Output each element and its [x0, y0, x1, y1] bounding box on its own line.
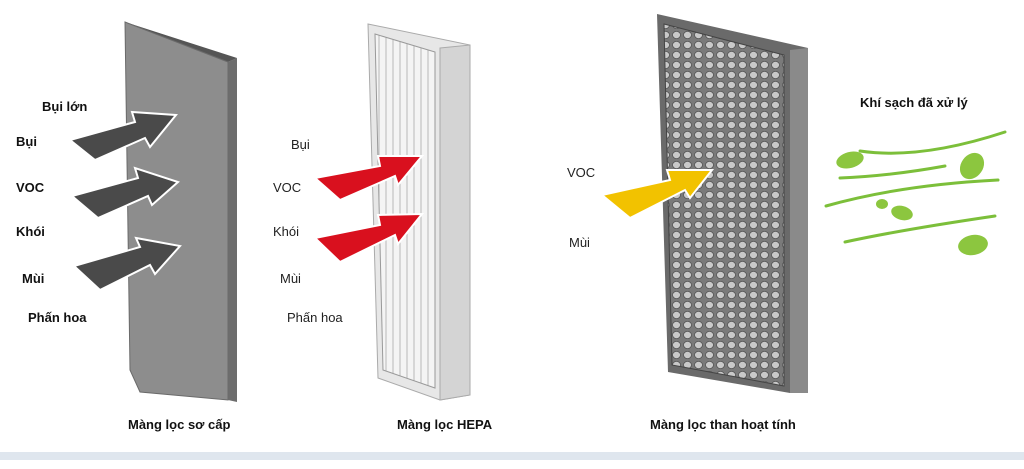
filter-caption: Màng lọc sơ cấp — [128, 417, 231, 432]
input-label: Bụi — [16, 134, 37, 149]
output-label: Khí sạch đã xử lý — [860, 95, 968, 110]
primary-filter — [124, 21, 237, 402]
arrow-icon — [312, 212, 425, 264]
filter-caption: Màng lọc than hoạt tính — [650, 417, 796, 432]
bottom-bar — [0, 452, 1024, 460]
input-label: Bụi — [291, 137, 310, 152]
hepa-arrows — [312, 155, 425, 264]
arrow-icon — [599, 169, 715, 220]
input-label: Phấn hoa — [287, 310, 343, 325]
hepa-filter — [367, 23, 471, 401]
arrow-icon — [72, 236, 182, 292]
arrow-icon — [69, 166, 180, 220]
arrow-icon — [67, 110, 178, 162]
carbon-filter — [657, 14, 808, 393]
input-label: Bụi lớn — [42, 99, 88, 114]
filter-caption: Màng lọc HEPA — [397, 417, 493, 432]
input-label: VOC — [567, 165, 596, 180]
input-label: VOC — [16, 180, 45, 195]
arrow-icon — [312, 155, 425, 202]
leaf-icon — [836, 151, 988, 256]
carbon-arrows — [599, 169, 715, 220]
input-label: Mùi — [280, 271, 301, 286]
input-label: Mùi — [22, 271, 45, 286]
primary-arrows — [67, 110, 182, 292]
input-label: VOC — [273, 180, 302, 195]
input-label: Phấn hoa — [28, 310, 87, 325]
input-label: Mùi — [569, 235, 590, 250]
input-label: Khói — [16, 224, 45, 239]
input-label: Khói — [273, 224, 300, 239]
clean-air-illustration — [824, 130, 1007, 244]
